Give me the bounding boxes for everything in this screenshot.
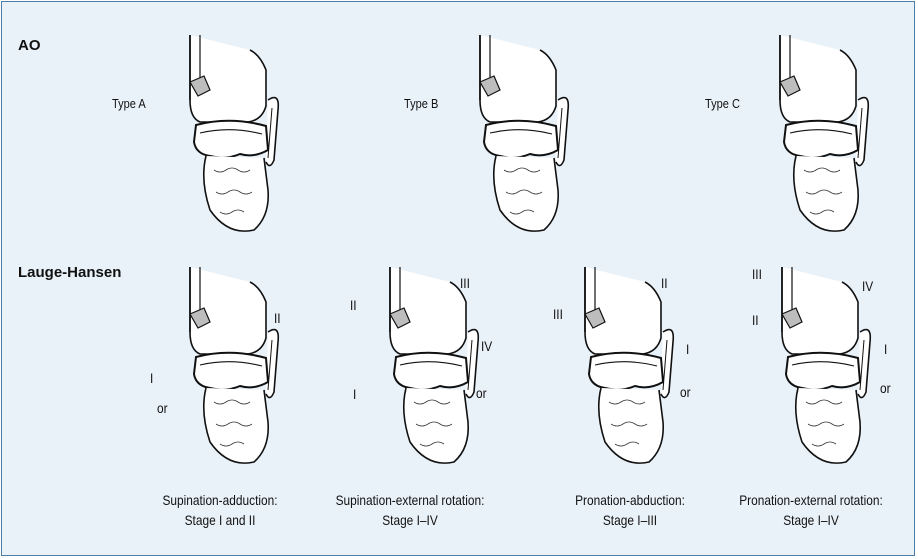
caption-pa-name: Pronation-abduction:	[554, 490, 707, 510]
ankle-ao-type-a	[170, 30, 310, 245]
label-type-c: Type C	[705, 96, 740, 111]
section-title-ao: AO	[18, 37, 41, 54]
caption-supination-external-rotation: Supination-external rotation: Stage I–IV	[317, 490, 504, 530]
label-type-b: Type B	[404, 96, 438, 111]
section-title-lauge-hansen: Lauge-Hansen	[18, 264, 121, 281]
marker-pa-iii: III	[553, 306, 563, 322]
marker-sa-or: or	[157, 400, 168, 416]
caption-pronation-abduction: Pronation-abduction: Stage I–III	[554, 490, 707, 530]
marker-per-iii: III	[752, 266, 762, 282]
caption-per-stage: Stage I–IV	[723, 510, 898, 530]
caption-ser-stage: Stage I–IV	[317, 510, 504, 530]
ankle-ao-type-c	[760, 30, 900, 245]
ankle-pronation-external-rotation	[762, 262, 902, 477]
marker-ser-ii: II	[350, 297, 357, 313]
marker-per-ii: II	[752, 312, 759, 328]
marker-ser-i: I	[353, 386, 356, 402]
caption-pa-stage: Stage I–III	[554, 510, 707, 530]
label-type-a: Type A	[112, 96, 146, 111]
caption-sa-stage: Stage I and II	[144, 510, 297, 530]
caption-per-name: Pronation-external rotation:	[723, 490, 898, 510]
caption-pronation-external-rotation: Pronation-external rotation: Stage I–IV	[723, 490, 898, 530]
caption-supination-adduction: Supination-adduction: Stage I and II	[144, 490, 297, 530]
ankle-supination-adduction	[170, 262, 310, 477]
caption-sa-name: Supination-adduction:	[144, 490, 297, 510]
ankle-supination-external-rotation	[370, 262, 510, 477]
marker-sa-i: I	[150, 370, 153, 386]
caption-ser-name: Supination-external rotation:	[317, 490, 504, 510]
ankle-ao-type-b	[460, 30, 600, 245]
ankle-pronation-abduction	[565, 262, 705, 477]
